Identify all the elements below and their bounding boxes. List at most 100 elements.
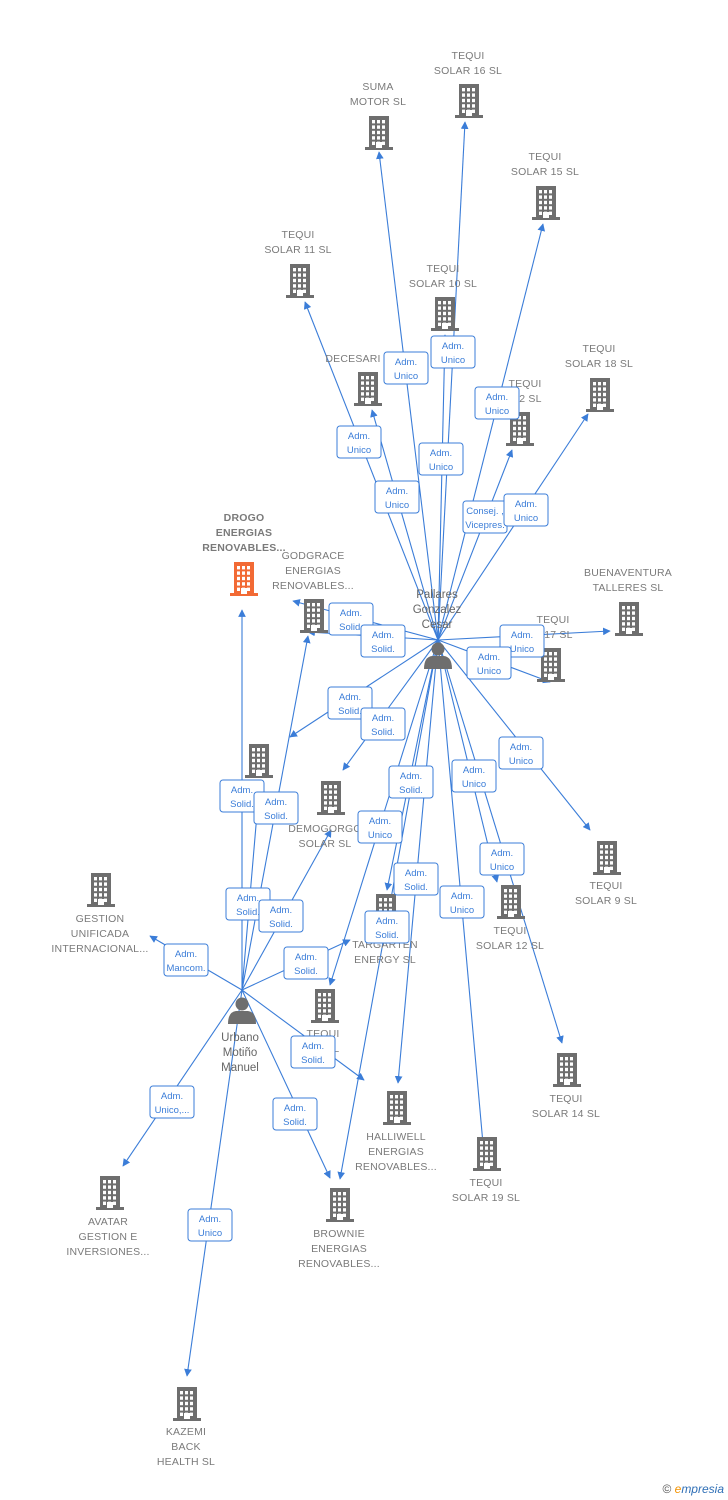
relation-label-box[interactable]: [258, 899, 304, 933]
relation-label-pallares-tequi14[interactable]: Adm.Unico: [479, 842, 525, 876]
relation-label-pallares-suma[interactable]: Adm.Unico: [383, 351, 429, 385]
relation-label-box[interactable]: [272, 1097, 318, 1131]
relation-label-urbano-drogo[interactable]: Adm.Solid.: [219, 779, 265, 813]
building-icon[interactable]: [245, 744, 273, 778]
relation-label-box[interactable]: [418, 442, 464, 476]
relation-label-pallares-tequi12[interactable]: Adm.Unico: [451, 759, 497, 793]
relation-label-box[interactable]: [357, 810, 403, 844]
company-node-decesari[interactable]: DECESARI: [325, 353, 382, 406]
relation-label-pallares-tequi2[interactable]: Consej. ,Vicepres.: [462, 500, 508, 534]
person-icon[interactable]: [424, 642, 452, 670]
relation-label-box[interactable]: [253, 791, 299, 825]
building-icon[interactable]: [455, 84, 483, 118]
relation-label-pallares-tequi19[interactable]: Adm.Unico: [439, 885, 485, 919]
relation-label-box[interactable]: [290, 1035, 336, 1069]
company-node-gestion[interactable]: GESTIONUNIFICADAINTERNACIONAL...: [51, 873, 148, 955]
relation-label-box[interactable]: [503, 493, 549, 527]
building-icon[interactable]: [593, 841, 621, 875]
relation-label-box[interactable]: [498, 736, 544, 770]
relation-label-pallares-targarten[interactable]: Adm.Solid.: [388, 765, 434, 799]
building-icon[interactable]: [365, 116, 393, 150]
relation-label-pallares-tequi13[interactable]: Adm.Unico: [357, 810, 403, 844]
relation-label-box[interactable]: [451, 759, 497, 793]
building-icon[interactable]: [317, 781, 345, 815]
relation-label-urbano-demogorgon[interactable]: Adm.Solid.: [258, 899, 304, 933]
relation-label-pallares-brownie[interactable]: Adm.Solid.: [364, 910, 410, 944]
relation-label-box[interactable]: [336, 425, 382, 459]
relation-label-pallares-tequi10[interactable]: Adm.Unico: [418, 442, 464, 476]
building-icon[interactable]: [87, 873, 115, 907]
building-icon[interactable]: [586, 378, 614, 412]
relation-label-box[interactable]: [283, 946, 329, 980]
building-icon[interactable]: [506, 412, 534, 446]
building-icon[interactable]: [300, 599, 328, 633]
building-icon[interactable]: [326, 1188, 354, 1222]
relation-label-urbano-brownie[interactable]: Adm.Solid.: [272, 1097, 318, 1131]
relation-label-pallares-godgrace[interactable]: Adm.Solid.: [360, 624, 406, 658]
building-icon[interactable]: [311, 989, 339, 1023]
relation-label-urbano-godgrace[interactable]: Adm.Solid.: [253, 791, 299, 825]
building-icon[interactable]: [497, 885, 525, 919]
person-icon[interactable]: [228, 997, 256, 1025]
relation-label-box[interactable]: [149, 1085, 195, 1119]
building-icon[interactable]: [96, 1176, 124, 1210]
building-icon[interactable]: [173, 1387, 201, 1421]
relation-label-urbano-halliwell[interactable]: Adm.Solid.: [290, 1035, 336, 1069]
relation-label-pallares-tequi16[interactable]: Adm.Unico: [430, 335, 476, 369]
building-icon[interactable]: [354, 372, 382, 406]
building-icon[interactable]: [230, 562, 258, 596]
relation-label-box[interactable]: [474, 386, 520, 420]
relation-label-box[interactable]: [374, 480, 420, 514]
relation-label-box[interactable]: [430, 335, 476, 369]
relation-label-box[interactable]: [360, 707, 406, 741]
building-icon[interactable]: [532, 186, 560, 220]
company-node-halliwell[interactable]: HALLIWELLENERGIASRENOVABLES...: [355, 1091, 437, 1173]
relation-label-box[interactable]: [439, 885, 485, 919]
relation-label-urbano-gestion[interactable]: Adm.Mancom.: [163, 943, 209, 977]
relation-label-pallares-tequi18[interactable]: Adm.Unico: [503, 493, 549, 527]
relation-label-box[interactable]: [364, 910, 410, 944]
building-icon[interactable]: [473, 1137, 501, 1171]
relation-label-pallares-demogorgon[interactable]: Adm.Solid.: [360, 707, 406, 741]
company-node-godgrace[interactable]: GODGRACEENERGIASRENOVABLES...: [272, 550, 354, 633]
company-node-drogo[interactable]: DROGOENERGIASRENOVABLES...: [202, 512, 286, 596]
relation-label-box[interactable]: [360, 624, 406, 658]
relation-label-pallares-tequi9[interactable]: Adm.Unico: [498, 736, 544, 770]
relation-label-box[interactable]: [187, 1208, 233, 1242]
building-icon[interactable]: [286, 264, 314, 298]
building-icon[interactable]: [537, 648, 565, 682]
company-node-brownie[interactable]: BROWNIEENERGIASRENOVABLES...: [298, 1188, 380, 1270]
building-icon[interactable]: [615, 602, 643, 636]
relation-label-box[interactable]: [383, 351, 429, 385]
building-icon[interactable]: [553, 1053, 581, 1087]
relation-label-box[interactable]: [393, 862, 439, 896]
relation-label-urbano-avatar[interactable]: Adm.Unico,...: [149, 1085, 195, 1119]
relation-label-pallares-tequi17[interactable]: Adm.Unico: [466, 646, 512, 680]
relation-label-box[interactable]: [388, 765, 434, 799]
relation-label-box[interactable]: [466, 646, 512, 680]
relation-label-box[interactable]: [163, 943, 209, 977]
relation-label-pallares-decesari[interactable]: Adm.Unico: [374, 480, 420, 514]
building-icon[interactable]: [383, 1091, 411, 1125]
relation-label-urbano-targarten[interactable]: Adm.Solid.: [283, 946, 329, 980]
relation-label-pallares-tequi11[interactable]: Adm.Unico: [336, 425, 382, 459]
relation-label-pallares-tequi15[interactable]: Adm.Unico: [474, 386, 520, 420]
relation-label-pallares-halliwell[interactable]: Adm.Solid.: [393, 862, 439, 896]
